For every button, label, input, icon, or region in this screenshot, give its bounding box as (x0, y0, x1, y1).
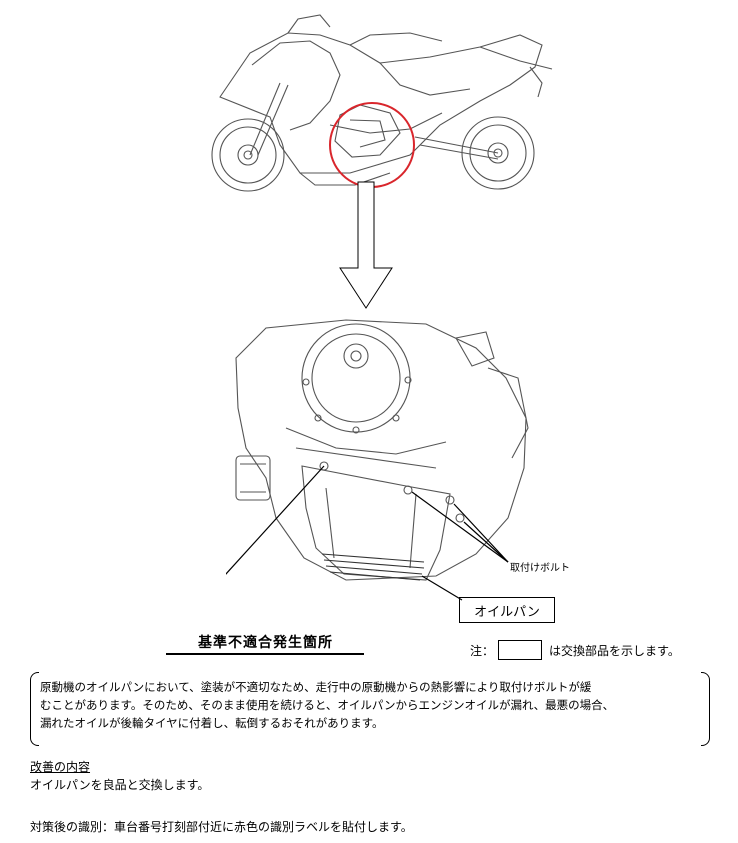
bracket-right (701, 672, 710, 746)
oil-pan-label-box: オイルパン (459, 597, 555, 623)
mounting-bolt-label: 取付けボルト (510, 563, 570, 574)
improvement-heading: 改善の内容 (30, 760, 91, 774)
note-prefix: 注： (470, 643, 495, 658)
highlight-circle (329, 102, 415, 188)
description-line: 原動機のオイルパンにおいて、塗装が不適切なため、走行中の原動機からの熱影響により… (40, 680, 592, 694)
down-arrow-icon (339, 181, 393, 309)
identification-text: 対策後の識別：車台番号打刻部付近に赤色の識別ラベルを貼付します。 (30, 820, 413, 834)
fault-location-underline (166, 653, 364, 655)
fault-location-label: 基準不適合発生箇所 (198, 635, 333, 651)
replacement-note: 注： は交換部品を示します。 (470, 640, 680, 660)
motorcycle-illustration (211, 14, 553, 192)
defect-description: 原動機のオイルパンにおいて、塗装が不適切なため、走行中の原動機からの熱影響により… (30, 672, 710, 746)
improvement-text: オイルパンを良品と交換します。 (30, 778, 210, 792)
note-legend-box (498, 640, 543, 660)
bracket-left (30, 672, 39, 746)
defect-description-text: 原動機のオイルパンにおいて、塗装が不適切なため、走行中の原動機からの熱影響により… (40, 678, 702, 732)
description-line: 漏れたオイルが後輪タイヤに付着し、転倒するおそれがあります。 (40, 716, 384, 730)
description-line: むことがあります。そのため、そのまま使用を続けると、オイルパンからエンジンオイル… (40, 698, 615, 712)
note-suffix: は交換部品を示します。 (549, 643, 680, 658)
engine-illustration (226, 319, 529, 601)
oil-pan-label: オイルパン (474, 604, 540, 620)
